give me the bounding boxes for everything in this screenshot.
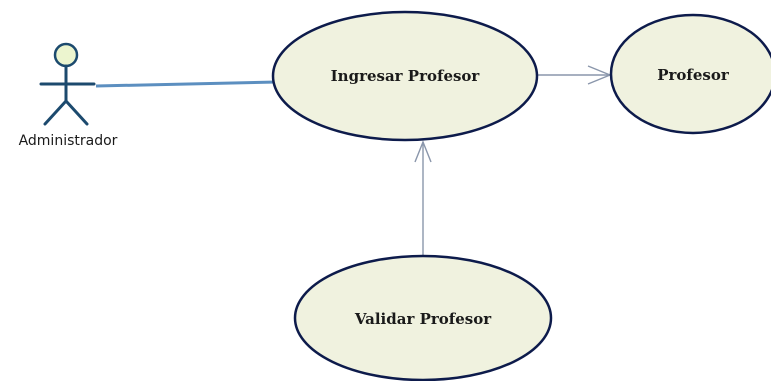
dependency-validar-to-ingresar [414, 140, 432, 255]
use-case-label: Profesor [657, 66, 730, 84]
use-case-label: Validar Profesor [354, 310, 492, 328]
use-case-shape [293, 254, 553, 381]
use-case-profesor[interactable]: Profesor [609, 13, 771, 135]
association-line-administrador-ingresar [95, 80, 278, 88]
use-case-label: Ingresar Profesor [331, 67, 481, 85]
use-case-validar-profesor[interactable]: Validar Profesor [293, 254, 553, 381]
actor-label: Administrador [19, 133, 118, 149]
use-case-shape [271, 10, 539, 142]
dependency-ingresar-to-profesor [538, 65, 612, 85]
use-case-shape [609, 13, 771, 135]
actor-figure-icon [39, 42, 96, 126]
use-case-ingresar-profesor[interactable]: Ingresar Profesor [271, 10, 539, 142]
actor-administrador[interactable]: Administrador [19, 42, 118, 149]
